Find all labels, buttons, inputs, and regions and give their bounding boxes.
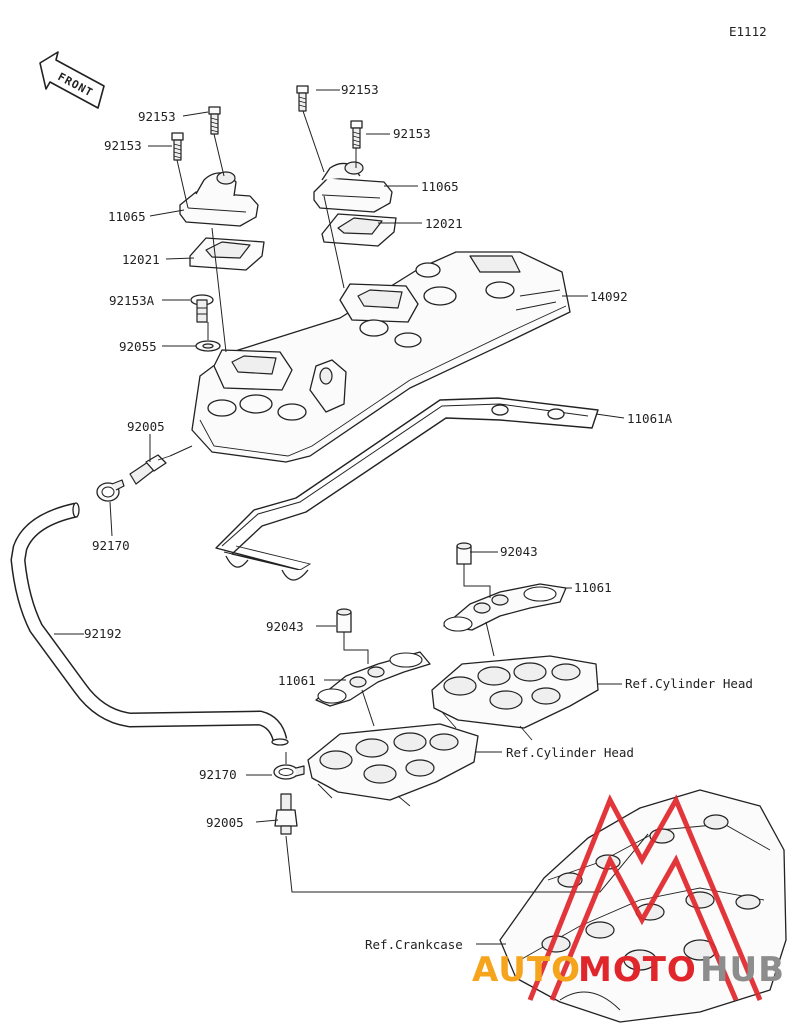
reed-valve-12021-right (321, 213, 397, 247)
label-92005-top: 92005 (127, 419, 165, 434)
guide-lines (169, 110, 649, 893)
washer-92055 (195, 340, 221, 352)
watermark-moto: MOTO (578, 950, 697, 990)
leader-lines (54, 89, 625, 945)
label-92170-bottom: 92170 (199, 767, 237, 782)
label-12021-right: 12021 (425, 216, 463, 231)
ref-crankcase: Ref.Crankcase (365, 937, 463, 952)
label-12021-left: 12021 (122, 252, 160, 267)
part-labels: 92153 92153 92153 92153 11065 11065 1202… (84, 82, 753, 952)
fitting-92005-bottom (274, 793, 298, 835)
bolt-92153-b (171, 132, 184, 161)
bolt-92153-c (296, 85, 309, 112)
label-92153A: 92153A (109, 293, 155, 308)
ref-cylinder-head-right: Ref.Cylinder Head (625, 676, 753, 691)
label-11065-left: 11065 (108, 209, 146, 224)
diagram-code: E1112 (729, 24, 767, 39)
label-92043-right: 92043 (500, 544, 538, 559)
label-92170-top: 92170 (92, 538, 130, 553)
label-11061A: 11061A (627, 411, 673, 426)
label-92153-a: 92153 (138, 109, 176, 124)
watermark-auto: AUTO (472, 950, 581, 990)
label-92055: 92055 (119, 339, 157, 354)
plug-92043-right (456, 542, 472, 565)
gasket-11061-right (443, 583, 567, 632)
watermark-text: AUTO MOTO HUB (472, 950, 785, 990)
bolt-92153-a (208, 106, 221, 135)
label-92192: 92192 (84, 626, 122, 641)
plug-92043-left (336, 608, 352, 633)
reed-valve-12021-left (189, 237, 265, 271)
watermark-logo (527, 794, 763, 1001)
label-11061-left: 11061 (278, 673, 316, 688)
label-11065-right: 11065 (421, 179, 459, 194)
fitting-92005-top (129, 454, 171, 485)
ref-cylinder-head-left: Ref.Cylinder Head (506, 745, 634, 760)
label-92005-bottom: 92005 (206, 815, 244, 830)
cylinder-head-cover-14092 (191, 251, 571, 463)
watermark-hub: HUB (700, 950, 785, 990)
cylinder-head-right-ref (431, 655, 599, 741)
label-92153-d: 92153 (393, 126, 431, 141)
label-14092: 14092 (590, 289, 628, 304)
bolt-92153-d (350, 120, 363, 149)
gasket-11061A (215, 397, 599, 581)
hose-92192 (10, 502, 289, 746)
bolt-92153A (190, 294, 214, 323)
label-11061-right: 11061 (574, 580, 612, 595)
clamp-92170-bottom (273, 764, 305, 780)
label-92043-left: 92043 (266, 619, 304, 634)
label-92153-c: 92153 (341, 82, 379, 97)
label-92153-b: 92153 (104, 138, 142, 153)
gasket-11061-left (315, 651, 431, 707)
cylinder-head-left-ref (307, 723, 479, 807)
clamp-92170-top (96, 479, 125, 502)
cover-11065-right (313, 161, 393, 213)
cover-11065-left (179, 171, 259, 227)
front-arrow-icon: FRONT (39, 51, 105, 109)
